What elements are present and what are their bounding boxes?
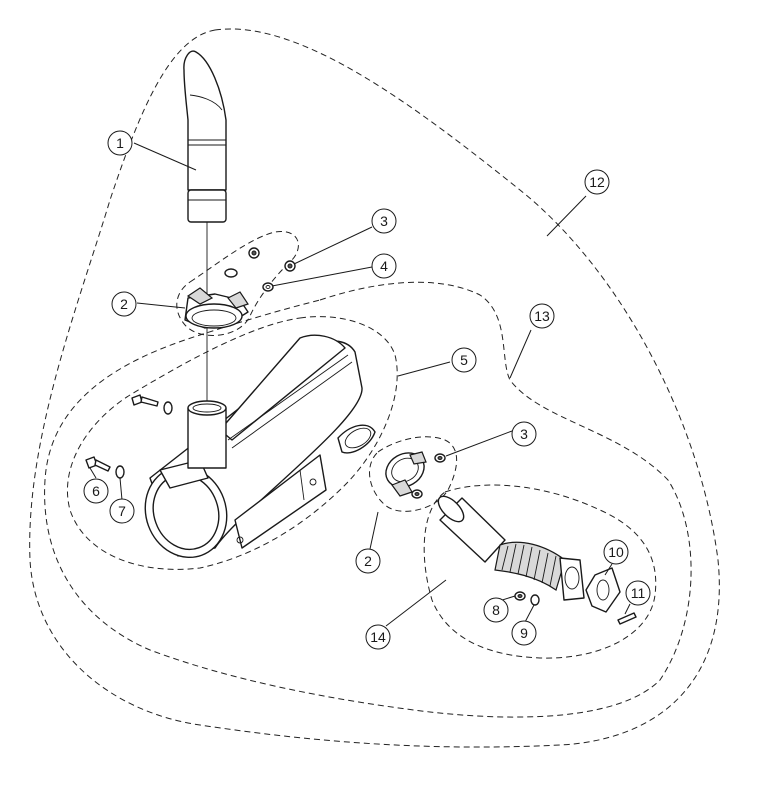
callout-3-lower-label: 3 xyxy=(520,426,528,442)
group-outline-2-upper xyxy=(176,231,299,337)
mount-bolts xyxy=(85,394,173,479)
callout-14-label: 14 xyxy=(370,629,386,645)
callout-12: 12 xyxy=(584,169,610,195)
callout-4: 4 xyxy=(371,253,397,279)
callout-13: 13 xyxy=(529,303,555,329)
callout-14: 14 xyxy=(365,624,391,650)
callout-9: 9 xyxy=(511,620,537,646)
callout-7-label: 7 xyxy=(118,503,126,519)
callout-6: 6 xyxy=(83,478,109,504)
leader-lines xyxy=(89,142,631,627)
callout-2-upper-label: 2 xyxy=(120,296,128,312)
callout-3-upper: 3 xyxy=(371,208,397,234)
callout-3-upper-label: 3 xyxy=(380,213,388,229)
callout-7: 7 xyxy=(109,498,135,524)
callout-6-label: 6 xyxy=(92,483,100,499)
lower-clamp xyxy=(385,451,446,499)
callout-10: 10 xyxy=(603,539,629,565)
exhaust-stack-pipe xyxy=(183,50,227,223)
callout-5-label: 5 xyxy=(460,352,468,368)
callout-10-label: 10 xyxy=(608,544,624,560)
callout-13-label: 13 xyxy=(534,308,550,324)
callout-1-label: 1 xyxy=(116,135,124,151)
group-outline-13 xyxy=(44,281,692,718)
callout-8-label: 8 xyxy=(492,602,500,618)
callout-2-lower: 2 xyxy=(355,548,381,574)
callout-8: 8 xyxy=(483,597,509,623)
upper-clamp xyxy=(184,287,249,329)
callout-1: 1 xyxy=(107,130,133,156)
callout-11-label: 11 xyxy=(631,585,646,601)
flex-pipe-assembly xyxy=(437,495,637,625)
group-outline-5 xyxy=(66,316,398,570)
callout-2-upper: 2 xyxy=(111,291,137,317)
callout-2-lower-label: 2 xyxy=(364,553,372,569)
callout-3-lower: 3 xyxy=(511,421,537,447)
upper-clamp-hardware xyxy=(224,247,296,292)
callout-11: 11 xyxy=(625,580,651,606)
muffler-body xyxy=(144,334,376,559)
group-outline-14 xyxy=(423,484,657,659)
callout-4-label: 4 xyxy=(380,258,388,274)
callout-9-label: 9 xyxy=(520,625,528,641)
group-outline-12 xyxy=(29,28,720,748)
callout-12-label: 12 xyxy=(589,174,605,190)
callout-5: 5 xyxy=(451,347,477,373)
